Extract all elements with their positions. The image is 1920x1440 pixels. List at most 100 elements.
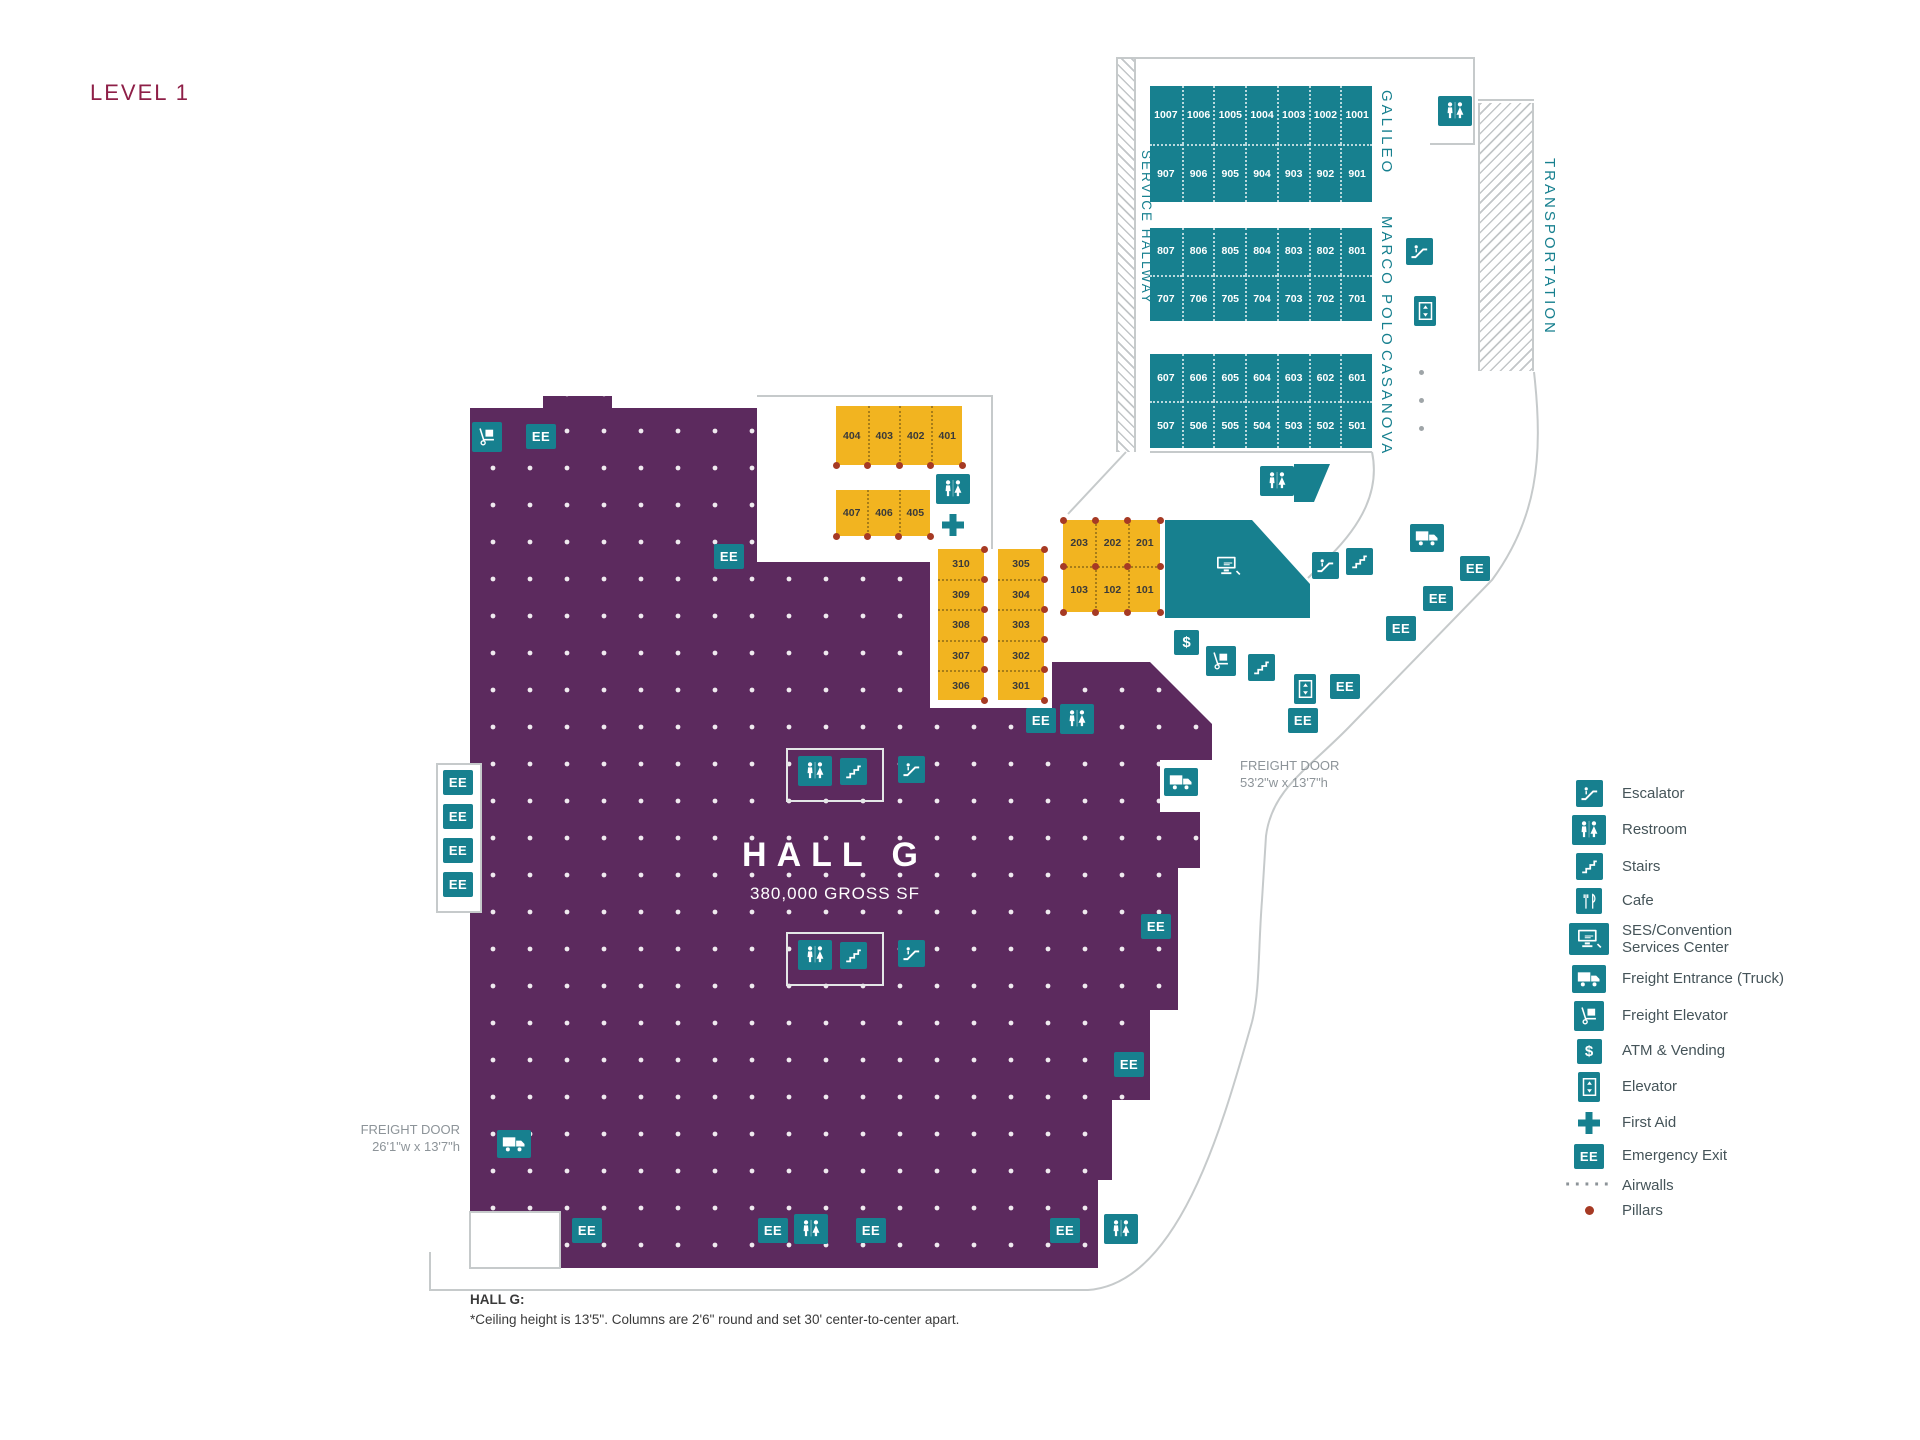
room-cell: 102 [1095,566,1128,612]
legend-label-line1: ATM & Vending [1622,1042,1726,1060]
room-cell: 405 [898,490,930,536]
freight-door-right-line1: FREIGHT DOOR [1240,758,1340,773]
legend-label-line2: Services Center [1622,939,1729,957]
ses-icon [1208,550,1248,582]
freight-truck-icon [1164,768,1198,796]
pillar-dot [1156,562,1164,570]
room-cell: 802 [1308,228,1341,275]
room-cell: 806 [1181,228,1214,275]
pillar-dot [1156,608,1164,616]
airwall-dot [1419,426,1424,431]
pillar-dot [980,605,988,613]
emergency-exit-icon: EE [714,544,744,569]
atm-symbol: $ [1584,1042,1594,1060]
legend-label-line1: Freight Entrance (Truck) [1622,969,1784,987]
room-cell: 310 [952,558,970,571]
room-cell: 506 [1181,401,1214,448]
room-cell: 702 [1308,274,1341,321]
escalator-icon [1406,238,1433,265]
emergency-exit-label: EE [763,1223,783,1238]
cafe-icon [1568,888,1610,914]
emergency-exit-icon: EE [1026,708,1056,733]
emergency-exit-icon: EE [526,424,556,449]
pillar-dot [1124,516,1132,524]
escalator-icon [1312,552,1339,579]
room-cell: 1007 [1154,109,1178,121]
room-cell: 606 [1181,354,1214,401]
pillar-dot [863,532,871,540]
emergency-exit-label: EE [1579,1148,1599,1164]
legend-label-line1: Freight Elevator [1622,1006,1728,1024]
legend-item-first-aid: First Aid [1568,1110,1784,1136]
room-cell: 1006 [1181,86,1214,144]
room-cell: 203 [1070,537,1088,549]
room-cell: 901 [1340,144,1372,202]
atm-icon: $ [1568,1038,1610,1064]
pillar-dot [1156,516,1164,524]
room-cell: 704 [1245,274,1277,321]
freight-truck-icon [1410,524,1444,552]
legend-label: Emergency Exit [1622,1147,1727,1164]
legend-label: Elevator [1622,1078,1677,1095]
legend-item-pillars: Pillars [1568,1202,1784,1219]
pillar-dot [1124,608,1132,616]
hall-name: HALL G [742,836,928,874]
footnote-heading: HALL G: [470,1292,525,1307]
room-cell: 703 [1276,274,1309,321]
restroom-icon [936,474,970,504]
pillar-dot [1584,1205,1594,1215]
pillar-dot [926,532,934,540]
room-cell: 603 [1276,354,1309,401]
pillar-dot [927,461,934,469]
airwall-dot [1419,398,1424,403]
room-cell: 1003 [1276,86,1309,144]
pillar-dot [1040,605,1048,613]
emergency-exit-icon: EE [1050,1218,1080,1243]
legend-item-airwalls: ·····Airwalls [1565,1175,1784,1195]
freight-elevator-icon [1206,646,1236,676]
room-cell: 404 [842,429,861,442]
restroom-icon [1568,815,1610,845]
room-cell: 505 [1213,401,1246,448]
freight-elevator-icon [472,422,502,452]
emergency-exit-icon: EE [1141,914,1171,939]
room-cell: 906 [1181,144,1214,202]
emergency-exit-label: EE [448,877,468,892]
room-cell: 1005 [1213,86,1245,144]
room-cell: 103 [1063,566,1096,612]
pillar-dot [1040,575,1048,583]
legend-label: Stairs [1622,858,1660,875]
airwall-dot [1419,370,1424,375]
emergency-exit-icon: EE [443,770,473,795]
emergency-exit-label: EE [531,429,551,444]
pillar-dot [1091,562,1099,570]
room-cell: 305 [1012,558,1030,571]
escalator-icon [1575,780,1603,807]
legend-label-line1: Emergency Exit [1622,1147,1728,1165]
wing-label-casanova: CASANOVA [1378,350,1395,457]
first-aid-icon [1576,1110,1602,1136]
freight-truck-icon [1568,964,1610,993]
room-cell: 402 [899,406,931,465]
pillar-dot [832,461,840,469]
emergency-exit-icon: EE [1114,1052,1144,1077]
stairs-icon [840,758,867,785]
legend-label-line1: Restroom [1622,821,1688,839]
room-cell: 502 [1308,401,1341,448]
restroom-icon [1572,815,1606,845]
emergency-exit-icon: EE [1423,586,1453,611]
emergency-exit-label: EE [1465,561,1485,576]
freight-door-label-left: FREIGHT DOOR 26'1"w x 13'7"h [298,1122,460,1156]
room-cell: 701 [1340,274,1372,321]
page-title: LEVEL 1 [90,80,191,105]
emergency-exit-label: EE [1146,919,1166,934]
hall-core-box-lower [786,932,884,986]
pillar-dot [1040,636,1048,644]
pillar-dot [1091,608,1099,616]
restroom-icon [798,756,832,786]
